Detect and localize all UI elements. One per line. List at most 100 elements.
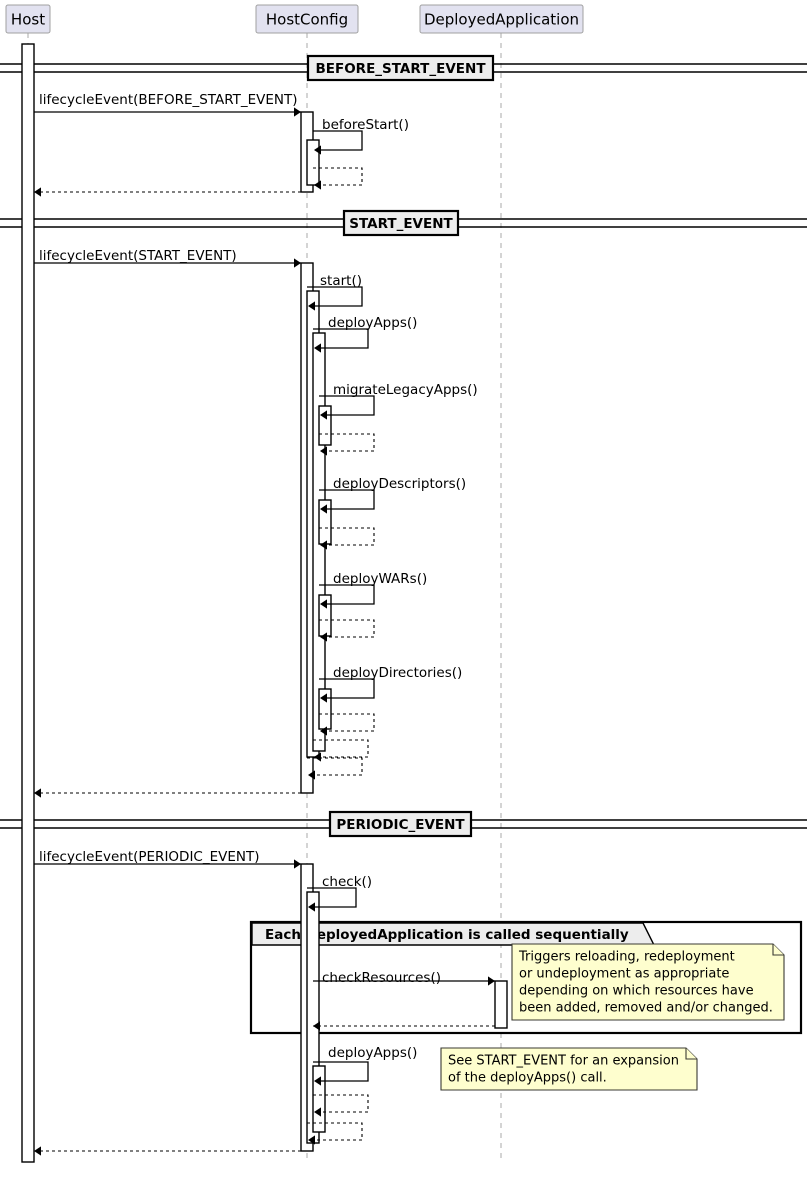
divider-label: BEFORE_START_EVENT bbox=[315, 61, 486, 77]
divider-periodic: PERIODIC_EVENT bbox=[0, 810, 807, 838]
message-m17 bbox=[307, 757, 363, 780]
note-fold-corner bbox=[772, 944, 784, 956]
participant-label: HostConfig bbox=[266, 11, 348, 29]
message-arrowhead bbox=[294, 258, 301, 268]
message-arrowhead bbox=[314, 180, 321, 190]
participant-config[interactable]: HostConfig bbox=[255, 4, 359, 34]
participant-heads-layer: Host HostConfig DeployedApplication bbox=[5, 4, 584, 34]
message-label: deployDescriptors() bbox=[333, 476, 466, 492]
message-arrowhead bbox=[320, 693, 327, 703]
activation-bar-deploy-checkres bbox=[494, 980, 508, 1029]
note-body bbox=[511, 943, 785, 1021]
self-message-path bbox=[319, 678, 375, 699]
lifelines-layer bbox=[27, 33, 502, 1159]
message-arrowhead bbox=[294, 859, 301, 869]
message-label: deployWARs() bbox=[333, 571, 427, 587]
self-message-path bbox=[313, 1061, 369, 1082]
message-m6: start() bbox=[307, 273, 363, 311]
message-m13 bbox=[319, 619, 375, 642]
message-label: lifecycleEvent(BEFORE_START_EVENT) bbox=[39, 92, 298, 108]
self-message-path bbox=[313, 1094, 369, 1113]
self-message-path bbox=[313, 328, 369, 349]
message-arrowhead bbox=[314, 343, 321, 353]
note-note-deploy-apps: See START_EVENT for an expansion of the d… bbox=[440, 1047, 698, 1091]
message-m25 bbox=[307, 1122, 363, 1145]
self-message-path bbox=[319, 433, 375, 452]
message-m21: checkResources() bbox=[313, 970, 495, 986]
message-m19: lifecycleEvent(PERIODIC_EVENT) bbox=[34, 849, 301, 869]
message-arrowhead bbox=[314, 1076, 321, 1086]
message-m4 bbox=[34, 187, 301, 197]
divider-before-start: BEFORE_START_EVENT bbox=[0, 54, 807, 82]
self-message-path bbox=[307, 887, 357, 908]
message-m16 bbox=[313, 739, 369, 762]
divider-start: START_EVENT bbox=[0, 209, 807, 237]
message-m24 bbox=[313, 1094, 369, 1117]
message-m2: beforeStart() bbox=[313, 117, 409, 155]
notes-layer: Triggers reloading, redeployment or undep… bbox=[440, 943, 785, 1091]
message-m10: deployDescriptors() bbox=[319, 476, 466, 514]
note-line: See START_EVENT for an expansion bbox=[448, 1054, 679, 1069]
message-arrowhead bbox=[34, 1146, 41, 1156]
note-note-check-resources: Triggers reloading, redeployment or undep… bbox=[511, 943, 785, 1021]
message-label: lifecycleEvent(PERIODIC_EVENT) bbox=[39, 849, 260, 865]
messages-layer: lifecycleEvent(BEFORE_START_EVENT)before… bbox=[34, 92, 495, 1156]
message-m20: check() bbox=[307, 874, 372, 912]
message-m23: deployApps() bbox=[313, 1045, 417, 1086]
self-message-path bbox=[307, 286, 363, 307]
note-line: Triggers reloading, redeployment bbox=[518, 950, 735, 965]
message-arrowhead bbox=[308, 770, 315, 780]
message-m7: deployApps() bbox=[313, 315, 417, 353]
message-arrowhead bbox=[320, 446, 327, 456]
activation-bar-config-beforeStart bbox=[306, 139, 320, 186]
participant-label: DeployedApplication bbox=[424, 11, 579, 29]
activation-bar-host-root bbox=[21, 43, 35, 1163]
self-message-path bbox=[319, 619, 375, 638]
participant-box[interactable] bbox=[419, 4, 584, 34]
group-frame bbox=[249, 920, 803, 1035]
message-m15 bbox=[319, 713, 375, 736]
message-m5: lifecycleEvent(START_EVENT) bbox=[34, 248, 301, 268]
self-message-path bbox=[319, 489, 375, 510]
message-arrowhead bbox=[320, 504, 327, 514]
message-arrowhead bbox=[320, 540, 327, 550]
participant-deploy[interactable]: DeployedApplication bbox=[419, 4, 584, 34]
note-line: been added, removed and/or changed. bbox=[519, 1001, 773, 1016]
message-arrowhead bbox=[34, 187, 41, 197]
self-message-path bbox=[313, 739, 369, 758]
group-label: Each DeployedApplication is called seque… bbox=[265, 927, 629, 943]
message-arrowhead bbox=[308, 1135, 315, 1145]
note-body bbox=[440, 1047, 698, 1091]
message-label: deployApps() bbox=[328, 1045, 417, 1061]
message-arrowhead bbox=[294, 107, 301, 117]
message-arrowhead bbox=[320, 632, 327, 642]
divider-label: START_EVENT bbox=[349, 216, 453, 232]
message-arrowhead bbox=[488, 976, 495, 986]
self-message-path bbox=[319, 395, 375, 416]
message-m12: deployWARs() bbox=[319, 571, 427, 609]
message-label: beforeStart() bbox=[322, 117, 409, 133]
message-m8: migrateLegacyApps() bbox=[319, 382, 478, 420]
message-arrowhead bbox=[308, 902, 315, 912]
message-m22 bbox=[313, 1021, 495, 1031]
divider-label: PERIODIC_EVENT bbox=[336, 817, 465, 833]
participant-box[interactable] bbox=[255, 4, 359, 34]
message-arrowhead bbox=[320, 410, 327, 420]
message-label: migrateLegacyApps() bbox=[333, 382, 478, 398]
participant-host[interactable]: Host bbox=[5, 4, 51, 34]
group-each-deployed-application: Each DeployedApplication is called seque… bbox=[249, 920, 803, 1035]
message-label: deployApps() bbox=[328, 315, 417, 331]
self-message-path bbox=[307, 1122, 363, 1141]
message-arrowhead bbox=[308, 301, 315, 311]
activation-bar-config-deployApps-2 bbox=[312, 1065, 326, 1133]
note-fold-corner bbox=[685, 1048, 697, 1060]
note-line: or undeployment as appropriate bbox=[519, 967, 729, 982]
message-arrowhead bbox=[314, 752, 321, 762]
participant-box[interactable] bbox=[5, 4, 51, 34]
message-label: checkResources() bbox=[322, 970, 441, 986]
divider-label-box bbox=[342, 209, 460, 237]
message-label: lifecycleEvent(START_EVENT) bbox=[39, 248, 237, 264]
self-message-path bbox=[313, 130, 363, 151]
note-line: of the deployApps() call. bbox=[448, 1071, 607, 1086]
